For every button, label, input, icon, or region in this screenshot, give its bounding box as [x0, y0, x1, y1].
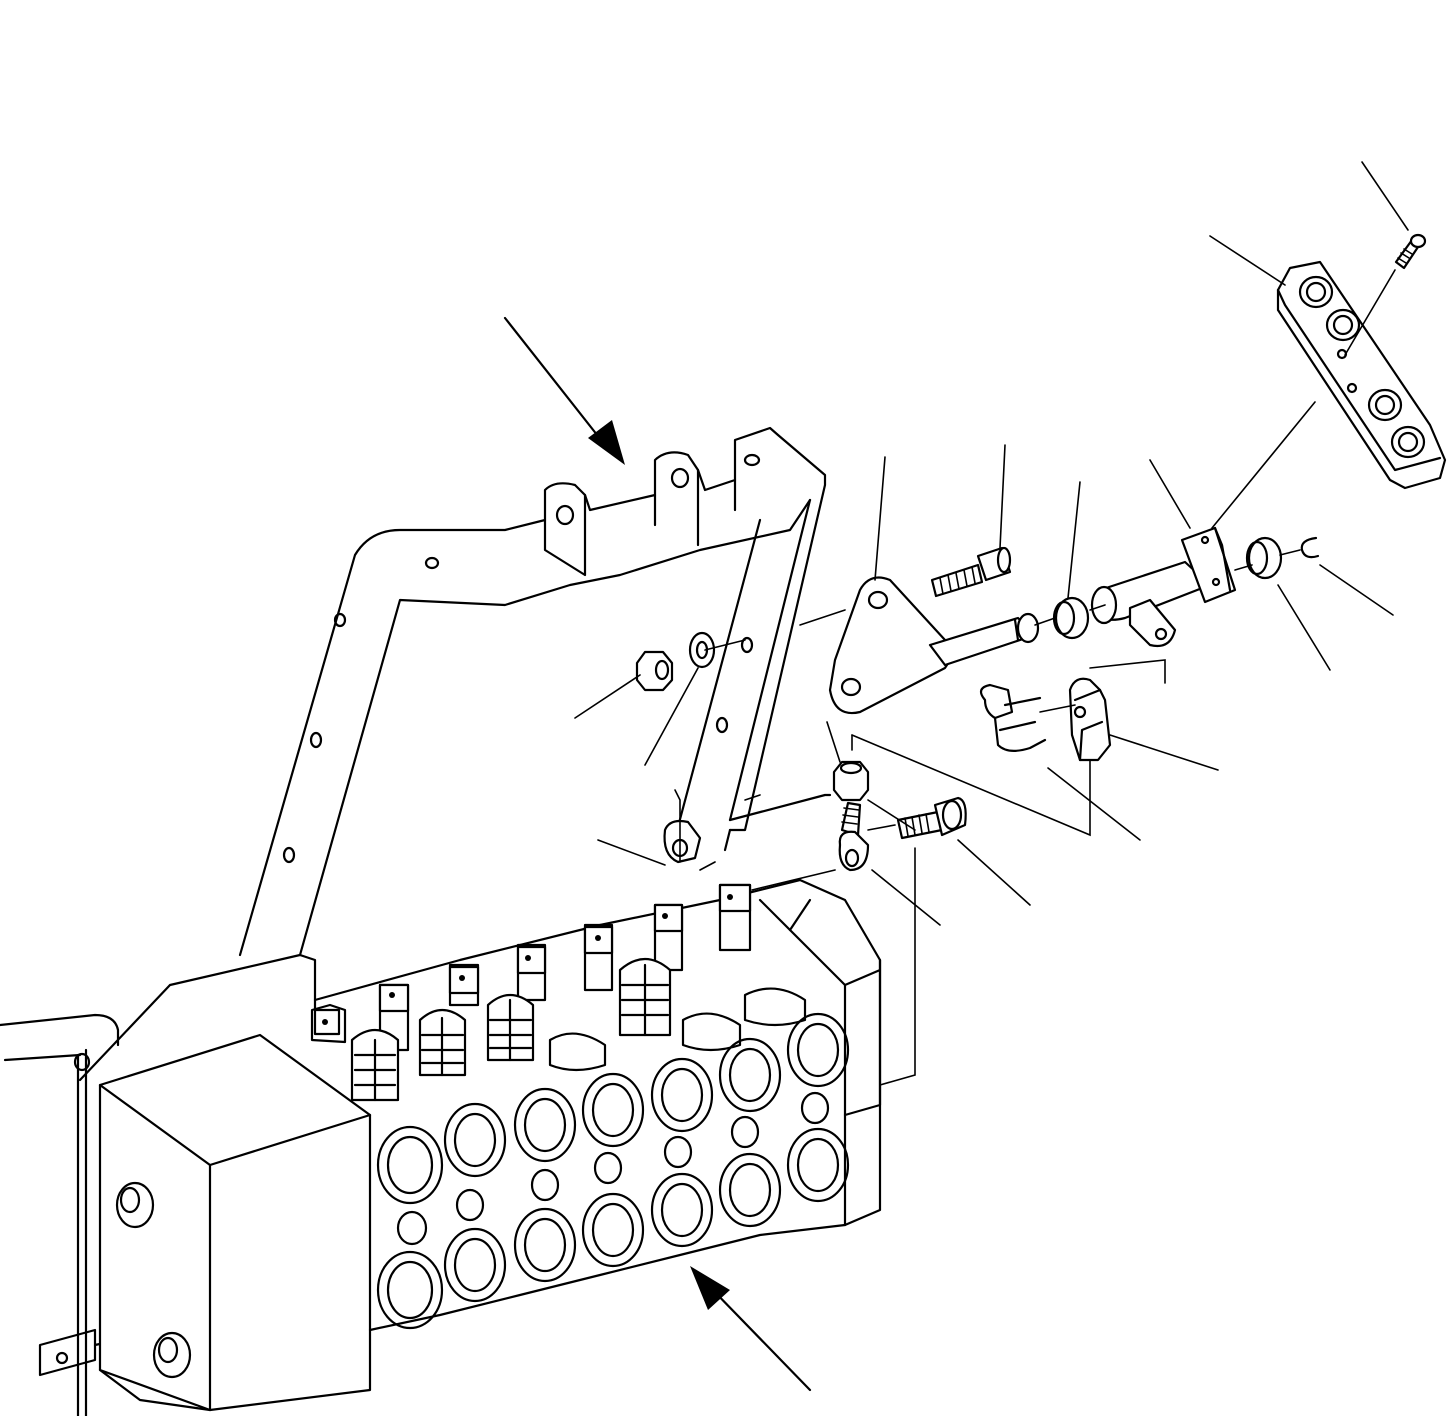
spool-stem: [653, 903, 684, 972]
circlip: [1300, 536, 1320, 559]
clevis-pin: [979, 683, 1047, 752]
spool-stem: [718, 883, 752, 952]
spool-dome-cap: [418, 1008, 467, 1077]
bushing: [1245, 536, 1283, 580]
washer: [688, 631, 716, 669]
nut: [635, 650, 674, 692]
nut: [832, 760, 870, 802]
arrow-to-valve: [690, 1266, 812, 1392]
arrow-to-frame: [503, 316, 625, 465]
valve-end-block: [78, 953, 372, 1412]
clevis: [1068, 677, 1112, 762]
spool-dome-cap: [350, 1028, 400, 1102]
nut: [663, 819, 702, 864]
ball-joint: [838, 801, 870, 872]
valve-ports: [376, 1012, 850, 1330]
bushing: [1052, 596, 1090, 640]
bolt: [930, 546, 1012, 598]
callout-leaders: [574, 161, 1409, 926]
bolt: [896, 796, 967, 840]
lever-arm: [1090, 526, 1237, 648]
spool-stem: [310, 1003, 347, 1044]
assembly-guide-lines: [674, 269, 1396, 1086]
spool-stem: [583, 923, 614, 992]
lever-plate: [1276, 260, 1447, 490]
spool-stem: [448, 963, 480, 1007]
spool-dome-cap: [486, 993, 535, 1062]
mounting-frame: [238, 426, 832, 957]
spool-stem: [516, 943, 547, 1002]
screw: [1394, 233, 1427, 270]
valve-sections: [313, 878, 882, 1332]
spool-dome-cap: [618, 957, 672, 1037]
pivot-shaft: [928, 612, 1040, 667]
spool-caps: [310, 883, 807, 1102]
